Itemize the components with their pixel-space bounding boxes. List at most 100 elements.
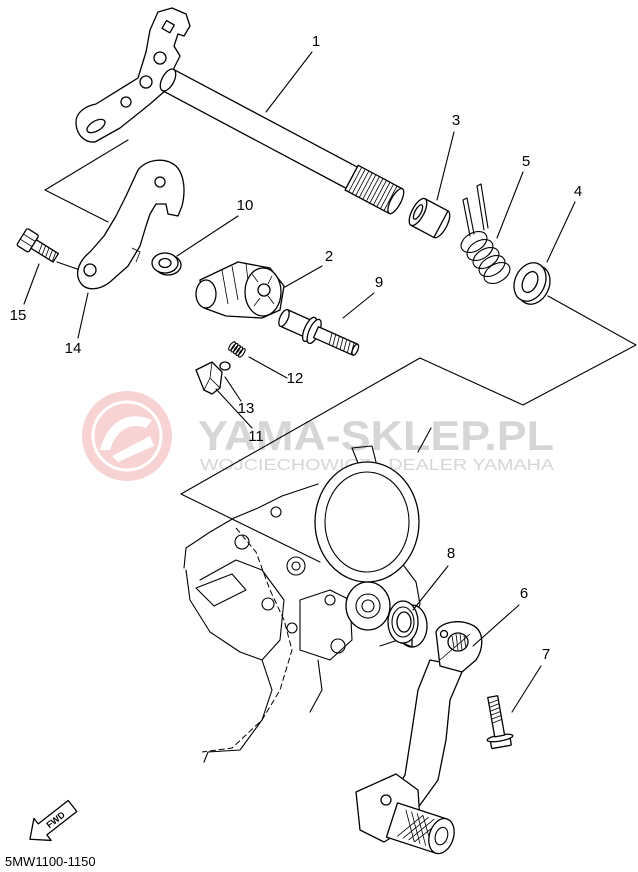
watermark: YAMA-SKLEP.PL WOJCIECHOWICZ - DEALER YAM… [82,391,554,481]
case-pocket [300,590,352,660]
stopper-plate [78,160,184,289]
pedal-peg-pin [381,795,391,805]
shift-guide-2 [196,262,284,318]
callout-7: 7 [542,646,550,663]
callout-15: 15 [10,307,27,324]
case-outline-bottom [186,570,272,762]
case-bolt-hole [271,507,281,517]
spring-leg [463,198,474,236]
torsion-spring-5 [457,184,513,288]
spring-leg-tips [463,184,481,200]
spring-coil [475,251,508,281]
stud-tip [351,343,360,356]
spring-coil [469,243,502,273]
peg-end-cap [433,826,450,847]
callout-9: 9 [375,274,383,291]
logo-circle [82,391,172,481]
lever-hole [121,97,131,107]
stopper-11 [196,362,222,394]
yamaha-logo-icon [82,391,172,481]
case-cover-lug [352,446,376,463]
fwd-arrow-shape [29,799,78,842]
leader-lines [23,51,576,713]
leader-14 [77,292,89,339]
leader-6 [472,604,520,647]
stud-end [277,308,292,328]
collar-3 [406,196,454,240]
case-boss-bore [362,600,374,612]
washer-4 [508,258,556,310]
pedal-clamp-slit [440,634,470,660]
assembly-line-plate [44,139,129,223]
stud-threads [327,333,356,355]
spring-coil [480,258,513,288]
case-bolt-hole [287,623,297,633]
case-window [196,574,246,606]
assembly-lines [44,139,637,563]
roller-13 [219,361,231,371]
pedal-clamp-hole [441,631,448,638]
spring-coil [227,341,236,351]
spring-coil [232,344,241,354]
spring-coil [463,235,496,265]
pedal-peg [386,803,458,857]
stopper-body [196,362,222,394]
case-bolt-hole [287,557,305,575]
leader-9 [342,292,375,319]
case-gasket-line [202,528,292,752]
bolt-shank [488,696,505,737]
leader-11 [215,388,253,429]
spring-coil [457,227,490,257]
leader-10 [176,215,239,257]
shaft-body [162,69,357,188]
shaft-root [157,67,179,94]
assembly-line-bolt [56,261,81,271]
washer-hole [159,259,171,268]
callout-13: 13 [238,400,255,417]
plate-hole [84,264,96,276]
plate-tab [132,248,140,262]
pedal-spline-teeth [452,634,466,650]
shift-pedal-6 [356,622,482,857]
spring-coil [230,342,239,352]
callout-1: 1 [312,33,320,50]
pedal-bolt-7 [480,694,514,749]
shift-shaft-rod [161,68,406,216]
oil-seal-8 [388,601,427,647]
collar-hole [412,204,425,221]
callout-5: 5 [522,153,530,170]
lever-hole [154,52,166,64]
case-bolt-hole [331,639,345,653]
case-bolt-hole [292,562,300,570]
leader-8 [412,565,449,611]
callouts: 1 3 5 4 10 2 9 15 14 12 13 11 8 6 7 [10,33,583,663]
logo-ring [91,400,163,472]
case-cover-inner [325,472,409,572]
crankcase [184,446,420,762]
case-cover-outer [315,462,419,582]
leader-1 [265,51,313,113]
assembly-line-case [180,295,637,563]
bolt-shank [31,240,58,262]
case-outline-top [184,484,318,568]
bolt-head-facets [20,234,35,247]
callout-10: 10 [237,197,254,214]
washer-hole [519,269,541,295]
leader-13 [224,376,242,402]
lever-hole [140,76,152,88]
callout-14: 14 [65,340,82,357]
spring-leg [477,184,488,230]
leader-4 [546,201,576,263]
stopper-edges [204,362,220,390]
spline-teeth [349,167,397,211]
stud-bolt-9 [275,304,363,362]
bolt-threads [488,700,502,723]
callout-4: 4 [574,183,582,200]
guide-hole [258,284,270,296]
callout-6: 6 [520,585,528,602]
case-bolt-hole [325,595,335,605]
plate-hole [155,177,165,187]
seal-bore [397,612,411,632]
leader-15 [23,263,40,305]
